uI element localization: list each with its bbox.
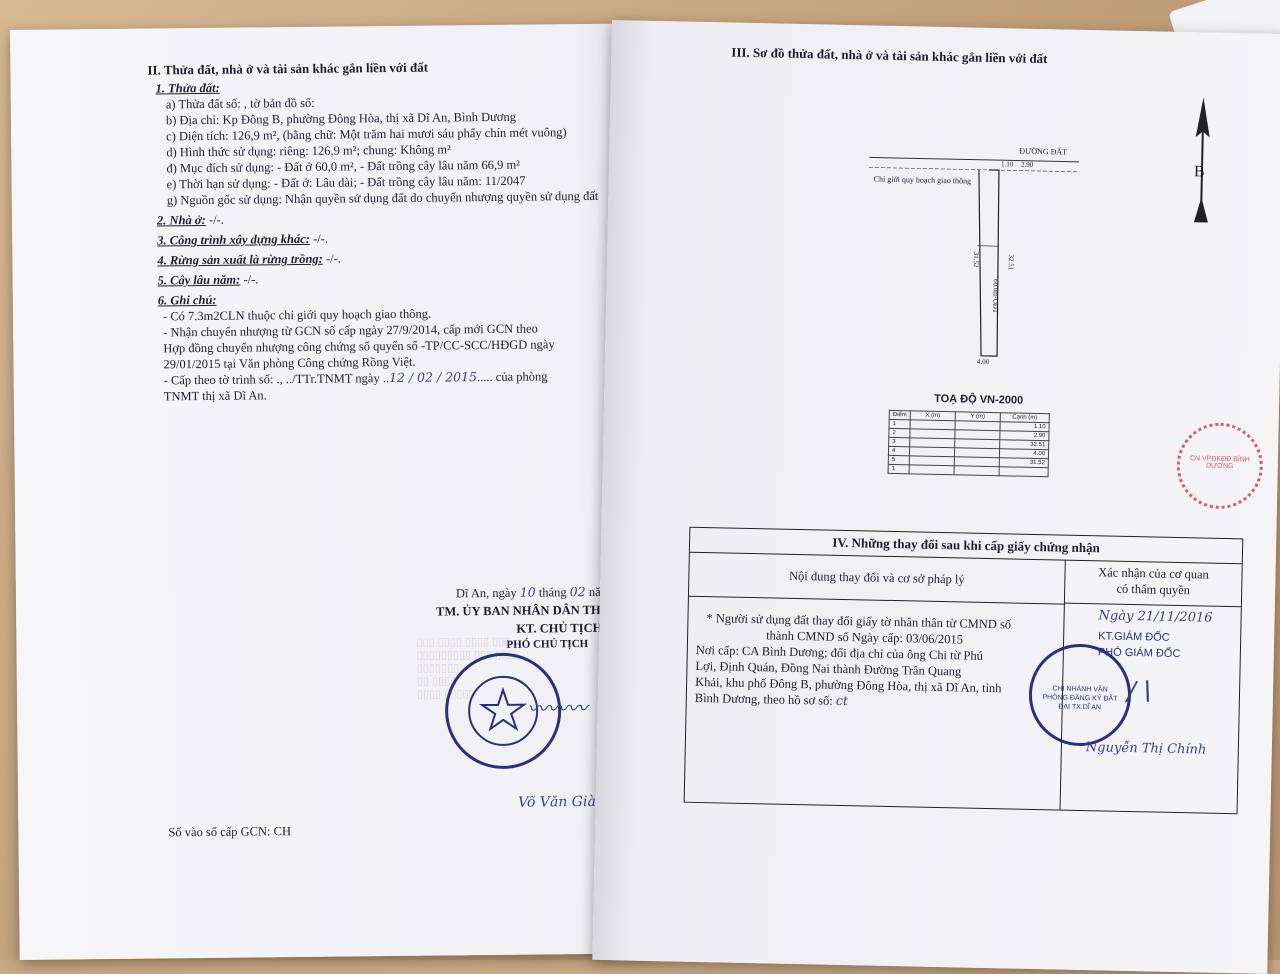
confirm-signature-scribble: ∕∖ <box>1127 677 1153 708</box>
dim-bottom: 4.00 <box>977 354 990 370</box>
left-page: II. Thửa đất, nhà ở và tài sản khác gắn … <box>10 23 648 960</box>
note-line-6: TNMT thị xã Dĩ An. <box>164 387 267 404</box>
forest-value: -/-. <box>326 252 341 266</box>
perennial-heading: 5. Cây lâu năm: -/-. <box>158 271 259 288</box>
section2-title: II. Thửa đất, nhà ở và tài sản khác gắn … <box>147 60 428 79</box>
plot-diagram <box>865 125 1080 369</box>
change-line-6: Bình Dương, theo hồ sơ số: ct <box>695 690 849 709</box>
note5-handwritten-date: 12 / 02 / 2015 <box>389 369 477 385</box>
coord-point: 1 <box>888 464 909 473</box>
coord-row: 1 <box>888 464 1048 476</box>
other-construction-heading: 3. Công trình xây dựng khác: -/-. <box>157 231 328 249</box>
confirm-header-line-2: có thẩm quyền <box>1065 580 1241 600</box>
dim-left: 31.52 <box>968 252 984 268</box>
other-construction-label: 3. Công trình xây dựng khác: <box>157 232 310 248</box>
dim-top: 2.90 <box>1021 157 1034 173</box>
notes-heading: 6. Ghi chú: <box>158 292 217 309</box>
coord-point: 5 <box>888 455 909 464</box>
vice-chairman: PHÓ CHỦ TỊCH <box>506 636 588 653</box>
parcel-heading: 1. Thửa đất: <box>156 80 220 97</box>
month-value: 02 <box>570 584 586 599</box>
month-label: tháng <box>539 585 567 599</box>
dim-topleft: 1.10 <box>1001 156 1014 172</box>
coord-point: 1 <box>889 419 910 428</box>
seal-right-text: CHI NHÁNH VĂN PHÒNG ĐĂNG KÝ ĐẤT ĐAI TX.D… <box>1032 684 1129 713</box>
change6-text: Bình Dương, theo hồ sơ số: <box>695 691 833 708</box>
coord-title: TOẠ ĐỘ VN-2000 <box>934 391 1023 409</box>
forest-heading: 4. Rừng sản xuất là rừng trồng: -/-. <box>157 251 341 269</box>
coord-point: 4 <box>888 446 909 455</box>
official-seal-right: CHI NHÁNH VĂN PHÒNG ĐĂNG KÝ ĐẤT ĐAI TX.D… <box>1028 643 1132 747</box>
confirm-signer: Nguyễn Thị Chính <box>1086 740 1207 759</box>
usage-origin: g) Nguồn gốc sử dụng: Nhận quyền sử dụng… <box>167 188 599 209</box>
change3-end: Phú <box>963 649 983 663</box>
perennial-value: -/-. <box>243 272 258 286</box>
coord-point: 3 <box>889 437 910 446</box>
north-label: B <box>1194 164 1205 180</box>
dim-right: 32.51 <box>1003 254 1019 270</box>
section3-title: III. Sơ đồ thửa đất, nhà ở và tài sản kh… <box>731 45 1047 68</box>
signature-scribble: 〰〰〰 <box>527 692 587 722</box>
confirm-kt: KT.GIÁM ĐỐC <box>1098 628 1170 645</box>
note-line-5: - Cấp theo tờ trình số: ., ../TTr.TNMT n… <box>164 368 548 388</box>
house-label: 2. Nhà ở: <box>157 213 206 228</box>
red-seal: CN.VPĐKĐĐ BÌNH DƯƠNG <box>1176 422 1264 510</box>
note5-text: - Cấp theo tờ trình số: ., ../TTr.TNMT n… <box>164 371 390 387</box>
registry-number: Số vào sổ cấp GCN: CH <box>168 823 291 840</box>
house-heading: 2. Nhà ở: -/-. <box>157 212 224 229</box>
changes-table: IV. Những thay đổi sau khi cấp giấy chứn… <box>684 527 1244 815</box>
planning-line-label: Chỉ giới quy hoạch giao thông <box>874 172 972 190</box>
note5-end: ..... của phòng <box>477 369 548 384</box>
parcel-number: a) Thửa đất số: , tờ bản đồ số: <box>166 95 315 113</box>
coord-header: Điểm <box>889 410 910 419</box>
coord-point: 2 <box>889 428 910 437</box>
right-page: III. Sơ đồ thửa đất, nhà ở và tài sản kh… <box>592 20 1280 974</box>
kt-chairman: KT. CHỦ TỊCH <box>516 620 602 637</box>
north-arrow-icon <box>1186 97 1219 228</box>
day-value: 10 <box>520 585 536 600</box>
house-value: -/-. <box>209 213 224 227</box>
changes-col-content: Nội dung thay đổi và cơ sở pháp lý <box>689 552 1066 605</box>
changes-col-confirm: Xác nhận của cơ quan có thẩm quyền <box>1065 560 1242 608</box>
other-construction-value: -/-. <box>313 232 328 246</box>
forest-label: 4. Rừng sản xuất là rừng trồng: <box>157 252 323 268</box>
area-label: 60.0m²ODT <box>987 279 1004 314</box>
confirm-date: Ngày 21/11/2016 <box>1098 608 1212 626</box>
change6-handwritten: ct <box>836 693 848 708</box>
perennial-label: 5. Cây lâu năm: <box>158 273 241 288</box>
place-date-label: Dĩ An, ngày <box>456 586 517 601</box>
signer-name: Võ Văn Giàu <box>518 794 605 811</box>
red-seal-text: CN.VPĐKĐĐ BÌNH DƯƠNG <box>1180 455 1260 471</box>
